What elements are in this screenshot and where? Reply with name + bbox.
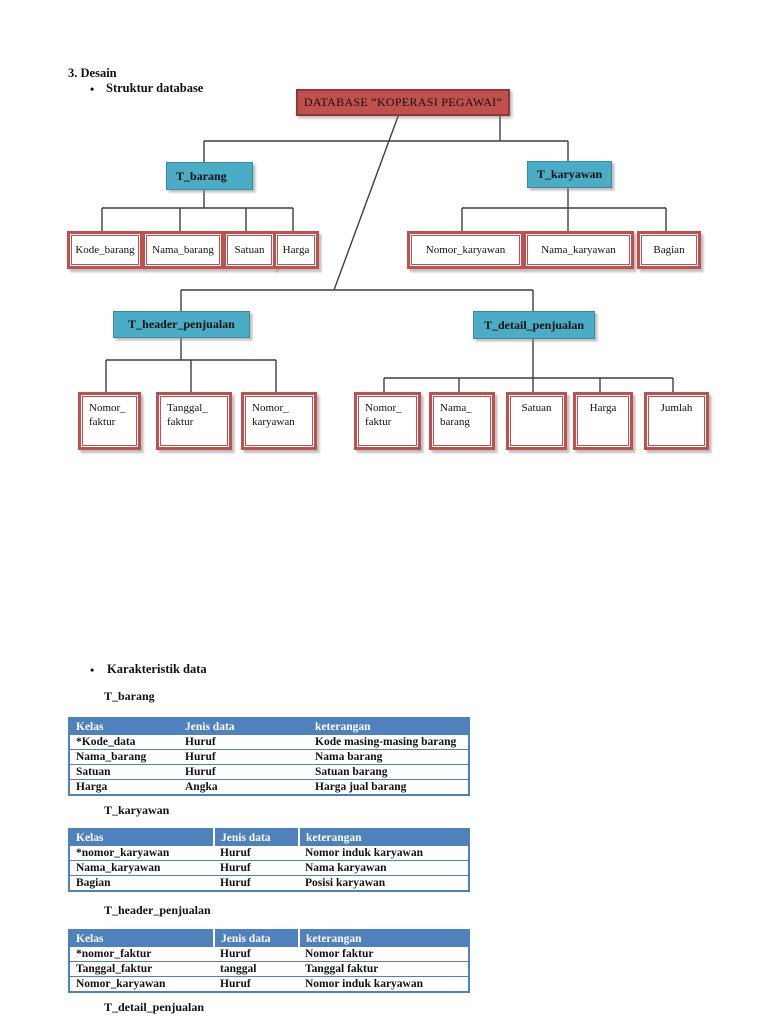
column-header: keterangan xyxy=(309,718,469,735)
entity-label: T_barang xyxy=(176,168,227,183)
field-box-tanggal-faktur: Tanggal_ faktur xyxy=(156,392,232,450)
bullet-icon: • xyxy=(90,663,95,677)
field-box-nama-barang-detail: Nama_ barang xyxy=(429,392,495,450)
column-header: Jenis data xyxy=(213,930,299,947)
entity-label: T_karyawan xyxy=(536,167,603,181)
table-cell: Huruf xyxy=(179,764,309,780)
table-title-t-barang: T_barang xyxy=(104,689,155,703)
field-box-satuan: Satuan xyxy=(223,231,276,269)
column-header: Jenis data xyxy=(213,829,299,846)
table-cell: Huruf xyxy=(214,875,299,891)
section-heading: 3. Desain xyxy=(68,66,117,80)
table-cell: Nomor induk karyawan xyxy=(299,845,469,861)
entity-box-t-karyawan: T_karyawan xyxy=(527,161,612,188)
column-header: Kelas xyxy=(69,718,179,735)
field-box-bagian: Bagian xyxy=(637,231,701,269)
table-cell: Satuan xyxy=(69,764,179,780)
field-box-nomor-faktur-detail: Nomor_ faktur xyxy=(354,392,421,450)
table-cell: Nama_barang xyxy=(69,749,179,765)
table-cell: *nomor_karyawan xyxy=(69,845,214,861)
table-title-t-karyawan: T_karyawan xyxy=(104,803,170,817)
table-cell: Huruf xyxy=(214,845,299,861)
table-cell: Harga jual barang xyxy=(309,779,469,795)
field-box-nomor-karyawan: Nomor_karyawan xyxy=(407,231,524,269)
table-title-t-header-penjualan: T_header_penjualan xyxy=(104,903,211,917)
root-database-box: DATABASE “KOPERASI PEGAWAI” xyxy=(296,89,510,116)
table-cell: Nama_karyawan xyxy=(69,860,214,876)
field-box-kode-barang: Kode_barang xyxy=(67,231,143,269)
table-cell: Satuan barang xyxy=(309,764,469,780)
table-cell: Huruf xyxy=(214,860,299,876)
table-cell: tanggal xyxy=(214,961,299,977)
table-cell: Tanggal_faktur xyxy=(69,961,214,977)
field-box-harga: Harga xyxy=(273,231,319,269)
table-cell: Nama karyawan xyxy=(299,860,469,876)
column-header: keterangan xyxy=(298,829,469,846)
table-cell: *nomor_faktur xyxy=(69,946,214,962)
entity-box-t-barang: T_barang xyxy=(166,162,253,190)
column-header: Jenis data xyxy=(179,718,309,735)
table-cell: Nama barang xyxy=(309,749,469,765)
root-database-label: DATABASE “KOPERASI PEGAWAI” xyxy=(303,95,503,109)
field-box-nomor-karyawan-header: Nomor_ karyawan xyxy=(241,392,317,450)
table-cell: Kode masing-masing barang xyxy=(309,734,469,750)
entity-box-t-detail-penjualan: T_detail_penjualan xyxy=(473,311,595,339)
table-cell: *Kode_data xyxy=(69,734,179,750)
bullet-karakteristik-data: Karakteristik data xyxy=(107,662,207,676)
bullet-icon: • xyxy=(90,82,95,96)
table-cell: Tanggal faktur xyxy=(299,961,469,977)
field-box-harga-detail: Harga xyxy=(573,392,633,450)
table-cell: Huruf xyxy=(214,946,299,962)
table-cell: Huruf xyxy=(214,976,299,992)
table-cell: Huruf xyxy=(179,749,309,765)
column-header: Kelas xyxy=(69,930,214,947)
database-structure-diagram: DATABASE “KOPERASI PEGAWAI” T_barang T_k… xyxy=(0,0,768,470)
column-header: Kelas xyxy=(69,829,214,846)
field-box-nama-barang: Nama_barang xyxy=(142,231,224,269)
bullet-struktur-database: Struktur database xyxy=(106,81,204,95)
field-box-nama-karyawan: Nama_karyawan xyxy=(523,231,634,269)
entity-box-t-header-penjualan: T_header_penjualan xyxy=(113,311,250,338)
entity-label: T_header_penjualan xyxy=(128,317,235,331)
table-cell: Huruf xyxy=(179,734,309,750)
column-header: keterangan xyxy=(298,930,469,947)
table-title-t-detail-penjualan: T_detail_penjualan xyxy=(104,1000,205,1014)
entity-label: T_detail_penjualan xyxy=(483,317,585,332)
table-cell: Harga xyxy=(69,779,179,795)
table-cell: Posisi karyawan xyxy=(299,875,469,891)
table-cell: Angka xyxy=(179,779,309,795)
table-cell: Bagian xyxy=(69,875,214,891)
table-cell: Nomor faktur xyxy=(299,946,469,962)
field-box-jumlah: Jumlah xyxy=(644,392,709,450)
field-box-satuan-detail: Satuan xyxy=(506,392,567,450)
field-box-nomor-faktur-header: Nomor_ faktur xyxy=(78,392,141,450)
table-cell: Nomor induk karyawan xyxy=(299,976,469,992)
table-cell: Nomor_karyawan xyxy=(69,976,214,992)
